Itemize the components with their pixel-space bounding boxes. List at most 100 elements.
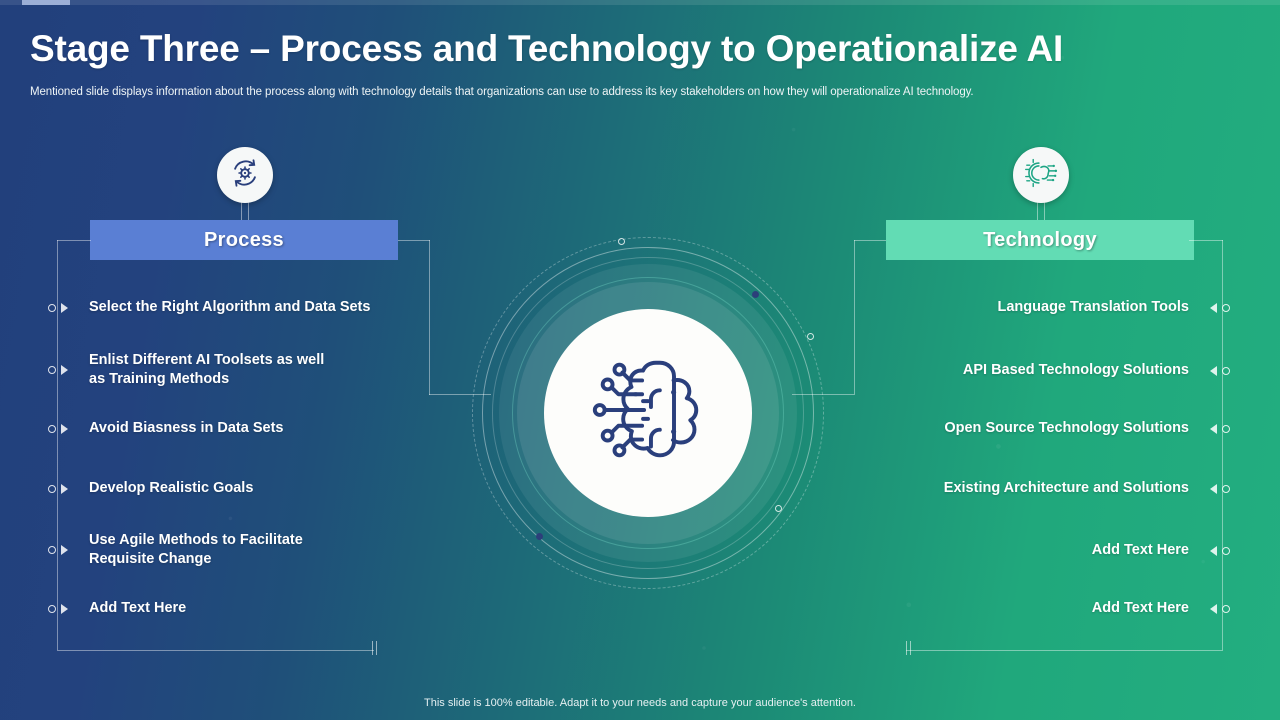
triangle-right-icon bbox=[61, 483, 68, 494]
left-rail-top bbox=[57, 240, 91, 241]
triangle-left-icon bbox=[1210, 423, 1217, 434]
list-item[interactable]: Existing Architecture and Solutions bbox=[944, 479, 1230, 498]
triangle-right-icon bbox=[61, 423, 68, 434]
bullet-marker bbox=[1210, 302, 1230, 313]
gear-refresh-icon bbox=[228, 156, 262, 195]
left-rail-vertical bbox=[57, 240, 58, 650]
page-subtitle: Mentioned slide displays information abo… bbox=[30, 86, 974, 98]
list-item[interactable]: Add Text Here bbox=[1092, 599, 1230, 618]
top-accent-bar bbox=[0, 0, 1280, 5]
bullet-marker bbox=[48, 603, 68, 614]
circle-icon bbox=[48, 604, 56, 613]
circle-icon bbox=[1222, 424, 1230, 433]
list-item-label: Add Text Here bbox=[1091, 542, 1189, 558]
ai-brain-circuit-icon bbox=[579, 345, 717, 480]
list-item-label: Develop Realistic Goals bbox=[89, 480, 254, 496]
right-rail-bottom bbox=[906, 650, 1223, 651]
top-accent-highlight bbox=[22, 0, 70, 5]
list-item[interactable]: Select the Right Algorithm and Data Sets bbox=[48, 298, 370, 317]
list-item-label: Language Translation Tools bbox=[997, 299, 1189, 315]
technology-column-header[interactable]: Technology bbox=[886, 220, 1194, 260]
orbit-ring-dashed bbox=[471, 236, 824, 589]
triangle-left-icon bbox=[1210, 603, 1217, 614]
process-center-connector-vertical bbox=[429, 240, 430, 395]
triangle-left-icon bbox=[1210, 302, 1217, 313]
triangle-left-icon bbox=[1210, 365, 1217, 376]
list-item-label: Add Text Here bbox=[89, 600, 187, 616]
triangle-right-icon bbox=[61, 302, 68, 313]
bullet-marker bbox=[1210, 483, 1230, 494]
circle-icon bbox=[48, 484, 56, 493]
circle-icon bbox=[48, 546, 56, 554]
circle-icon bbox=[1222, 303, 1230, 312]
bullet-marker bbox=[1210, 603, 1230, 614]
bullet-marker bbox=[48, 423, 68, 434]
list-item-label: Avoid Biasness in Data Sets bbox=[89, 420, 284, 436]
left-rail-endcap-a bbox=[372, 641, 373, 655]
list-item-label: Open Source Technology Solutions bbox=[944, 420, 1189, 436]
left-rail-bottom bbox=[57, 650, 374, 651]
bullet-marker bbox=[48, 365, 68, 375]
list-item[interactable]: Open Source Technology Solutions bbox=[944, 419, 1230, 438]
bullet-marker bbox=[48, 483, 68, 494]
list-item-label: API Based Technology Solutions bbox=[962, 362, 1189, 378]
technology-center-connector-vertical bbox=[854, 240, 855, 395]
list-item[interactable]: API Based Technology Solutions bbox=[963, 361, 1230, 380]
list-item[interactable]: Avoid Biasness in Data Sets bbox=[48, 419, 283, 438]
right-rail-endcap-a bbox=[906, 641, 907, 655]
list-item[interactable]: Develop Realistic Goals bbox=[48, 479, 253, 498]
list-item[interactable]: Add Text Here bbox=[48, 599, 186, 618]
orbit-node-icon bbox=[618, 238, 625, 245]
bullet-marker bbox=[1210, 365, 1230, 376]
triangle-right-icon bbox=[61, 545, 68, 555]
list-item[interactable]: Enlist Different AI Toolsets as well as … bbox=[48, 351, 324, 389]
list-item-label: Enlist Different AI Toolsets as well as … bbox=[89, 352, 325, 387]
process-badge-stem-left bbox=[241, 196, 242, 230]
left-rail-endcap-b bbox=[376, 641, 377, 655]
page-title: Stage Three – Process and Technology to … bbox=[30, 28, 1064, 69]
bullet-marker bbox=[48, 302, 68, 313]
orbit-node-icon bbox=[775, 505, 782, 512]
process-header-label: Process bbox=[204, 228, 284, 251]
orbit-node-icon bbox=[807, 333, 814, 340]
orbit-node-icon bbox=[752, 291, 759, 298]
bullet-marker bbox=[1210, 545, 1230, 556]
process-badge bbox=[217, 147, 273, 203]
circle-icon bbox=[1222, 366, 1230, 375]
process-column-header[interactable]: Process bbox=[90, 220, 398, 260]
process-badge-stem-right bbox=[248, 196, 249, 230]
center-core-circle bbox=[543, 308, 752, 517]
technology-badge-stem-right bbox=[1044, 196, 1045, 230]
triangle-right-icon bbox=[61, 603, 68, 614]
bullet-marker bbox=[1210, 423, 1230, 434]
circle-icon bbox=[1222, 484, 1230, 493]
technology-center-connector-bottom bbox=[792, 394, 854, 395]
orbit-node-icon bbox=[536, 533, 543, 540]
list-item-label: Existing Architecture and Solutions bbox=[943, 480, 1189, 496]
list-item-label: Add Text Here bbox=[1091, 600, 1189, 616]
right-rail-top bbox=[1189, 240, 1223, 241]
circle-icon bbox=[1222, 604, 1230, 613]
technology-badge-stem-left bbox=[1037, 196, 1038, 230]
right-rail-endcap-b bbox=[910, 641, 911, 655]
list-item[interactable]: Use Agile Methods to Facilitate Requisit… bbox=[48, 531, 303, 569]
list-item[interactable]: Language Translation Tools bbox=[998, 298, 1230, 317]
ai-circuit-gear-icon bbox=[1024, 156, 1058, 195]
center-graphic bbox=[470, 235, 825, 590]
list-item-label: Select the Right Algorithm and Data Sets bbox=[89, 299, 371, 315]
orbit-ring-mid bbox=[491, 256, 804, 569]
circle-icon bbox=[48, 366, 56, 374]
circle-icon bbox=[48, 303, 56, 312]
bullet-marker bbox=[48, 545, 68, 555]
technology-badge bbox=[1013, 147, 1069, 203]
process-center-connector-bottom bbox=[429, 394, 491, 395]
technology-header-label: Technology bbox=[983, 228, 1097, 251]
orbit-ring-outer bbox=[481, 246, 814, 579]
technology-center-connector-top bbox=[854, 240, 886, 241]
triangle-right-icon bbox=[61, 365, 68, 375]
list-item[interactable]: Add Text Here bbox=[1092, 541, 1230, 560]
circle-icon bbox=[48, 424, 56, 433]
triangle-left-icon bbox=[1210, 545, 1217, 556]
process-center-connector-top bbox=[398, 240, 430, 241]
